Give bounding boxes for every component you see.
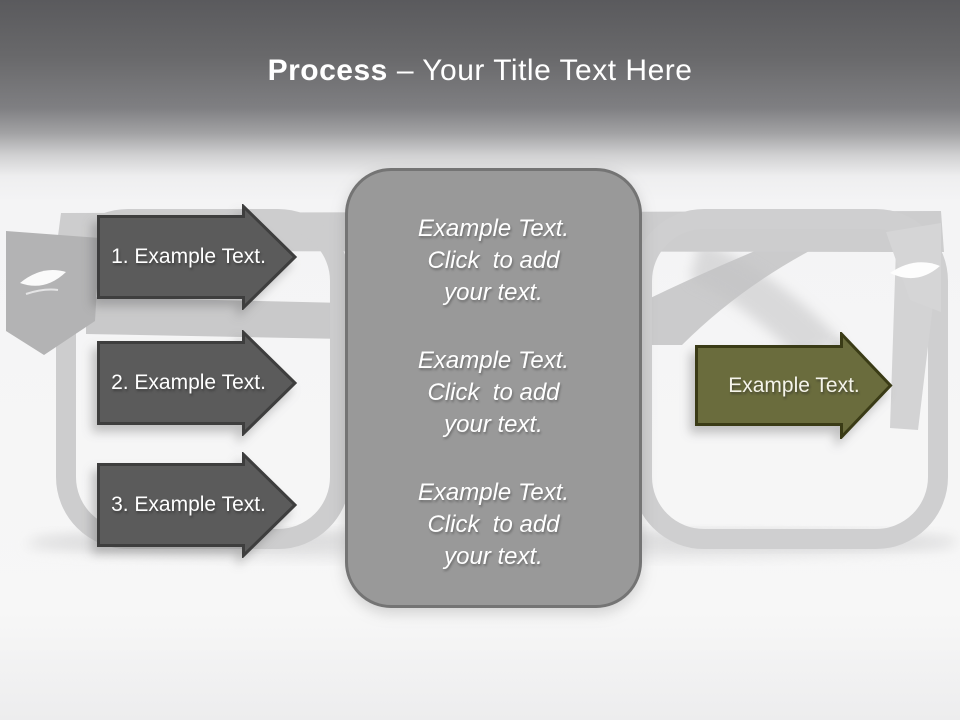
step-arrow-1[interactable]: 1. Example Text. (97, 204, 298, 310)
panel-text-block-1[interactable]: Example Text. Click to add your text. (417, 215, 570, 306)
step-arrow-2-label: 2. Example Text. (111, 371, 266, 394)
step-arrow-3-label: 3. Example Text. (111, 493, 266, 516)
slide-title-keyword: Process (267, 54, 388, 87)
step-arrow-3[interactable]: 3. Example Text. (97, 452, 298, 558)
step-arrow-1-shape (97, 204, 298, 310)
step-arrow-2-shape (97, 330, 298, 436)
step-arrow-2[interactable]: 2. Example Text. (97, 330, 298, 436)
slide-title: Process– Your Title Text Here (0, 54, 960, 88)
result-arrow-shape (695, 332, 893, 439)
step-arrow-1-label: 1. Example Text. (111, 245, 266, 268)
center-text-panel[interactable]: Example Text. Click to add your text. Ex… (345, 168, 642, 608)
slide-title-text: – Your Title Text Here (396, 54, 693, 87)
panel-text-block-2[interactable]: Example Text. Click to add your text. (417, 347, 570, 438)
result-arrow[interactable]: Example Text. (695, 332, 893, 439)
panel-text-block-3[interactable]: Example Text. Click to add your text. (417, 479, 570, 570)
result-arrow-label: Example Text. (728, 373, 860, 397)
step-arrow-3-shape (97, 452, 298, 558)
